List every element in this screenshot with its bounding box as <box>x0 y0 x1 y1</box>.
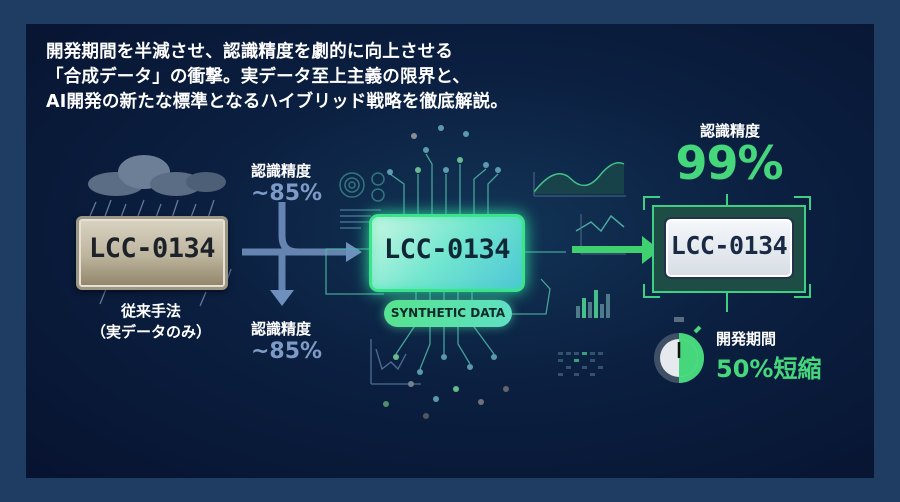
synthetic-plate-text: LCC-0134 <box>383 234 511 265</box>
synthetic-data-badge: SYNTHETIC DATA <box>384 300 512 327</box>
accuracy-label: 認識精度 <box>251 162 312 180</box>
clean-plate-text: LCC-0134 <box>670 231 788 260</box>
green-arrow-icon <box>572 246 646 253</box>
result-accuracy-label: 認識精度 <box>699 122 760 140</box>
synthetic-license-plate: LCC-0134 <box>369 214 525 292</box>
rain-cloud-icon <box>77 155 232 307</box>
headline-line-1: 開発期間を半減させ、認識精度を劇的に向上させる <box>46 42 454 62</box>
caption-line-1: 従来手法 <box>120 302 181 320</box>
headline-line-2: 「合成データ」の衝撃。実データ至上主義の限界と、 <box>46 67 471 87</box>
headline: 開発期間を半減させ、認識精度を劇的に向上させる 「合成データ」の衝撃。実データ至… <box>46 40 508 115</box>
infographic-panel: 開発期間を半減させ、認識精度を劇的に向上させる 「合成データ」の衝撃。実データ至… <box>26 24 874 478</box>
result-accuracy-value: 99% <box>675 136 783 190</box>
dev-time-value: 50%短縮 <box>716 355 822 383</box>
accuracy-value: ~85% <box>251 181 323 206</box>
branch-top-accuracy: 認識精度 ~85% <box>251 160 322 206</box>
branch-bottom-accuracy: 認識精度 ~85% <box>251 318 322 364</box>
dev-time-block: 開発期間 50%短縮 <box>716 328 821 384</box>
caption-line-2: （実データのみ） <box>90 323 211 341</box>
branch-arrow-icon <box>242 202 348 292</box>
dirty-plate-text: LCC-0134 <box>88 233 216 264</box>
dirty-license-plate: LCC-0134 <box>76 216 228 290</box>
headline-line-3: AI開発の新たな標準となるハイブリッド戦略を徹底解説。 <box>46 92 509 112</box>
accuracy-label: 認識精度 <box>251 320 312 338</box>
stopwatch-icon <box>654 317 704 383</box>
accuracy-value: ~85% <box>251 339 323 364</box>
line-chart-icon <box>533 162 626 197</box>
bar-chart-icon <box>576 290 610 318</box>
clean-license-plate: LCC-0134 <box>664 217 794 279</box>
traditional-method-caption: 従来手法 （実データのみ） <box>78 300 224 342</box>
dev-time-label: 開発期間 <box>716 330 777 348</box>
